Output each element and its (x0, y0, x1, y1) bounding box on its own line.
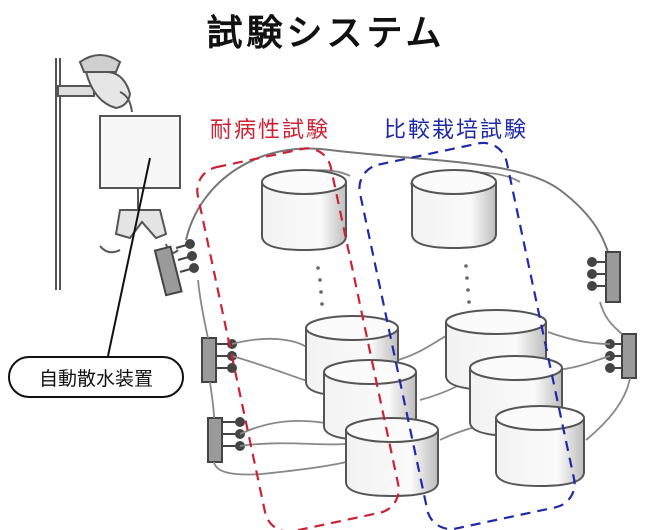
continuation-dots-compare (464, 264, 471, 304)
sprinkler-callout: 自動散水装置 (8, 356, 184, 398)
supply-hose (185, 147, 611, 259)
left-valve-3 (207, 417, 245, 463)
pot-compare-4 (495, 405, 585, 488)
compare-group-outline (358, 141, 576, 530)
page-title: 試験システム (206, 12, 446, 54)
pot-disease-4 (345, 417, 439, 498)
right-valve-2 (605, 333, 637, 379)
comparative-cultivation-label: 比較栽培試験 (384, 118, 529, 143)
left-valve-2 (201, 337, 237, 383)
callout-leader-line (107, 157, 151, 357)
pot-compare-1 (411, 169, 497, 250)
faucet (55, 54, 133, 290)
controller-unit (99, 115, 181, 254)
right-valve-1 (587, 251, 621, 303)
left-valve-1 (153, 239, 199, 297)
disease-resistance-label: 耐病性試験 (210, 118, 331, 143)
pot-disease-1 (261, 169, 347, 252)
sprinkler-callout-label: 自動散水装置 (38, 367, 153, 390)
continuation-dots-disease (316, 266, 324, 306)
disease-group-outline (196, 147, 400, 530)
